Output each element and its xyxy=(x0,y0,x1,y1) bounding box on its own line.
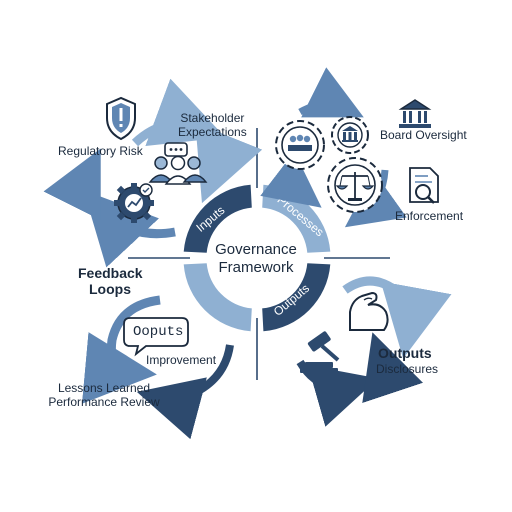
cycle-arrow xyxy=(43,148,101,221)
center-title: Governance Framework xyxy=(196,241,316,277)
institution-gear-icon xyxy=(331,116,369,154)
stakeholder-group-icon xyxy=(148,142,208,185)
feedback-title-line1: Feedback xyxy=(78,265,143,281)
strength-arm-icon xyxy=(349,291,389,331)
center-title-line1: Governance xyxy=(215,241,297,258)
cycle-arrow xyxy=(298,67,364,118)
justice-scales-gear-icon xyxy=(327,157,383,213)
gavel-icon xyxy=(300,331,340,373)
cycle-arrow xyxy=(342,276,452,359)
stakeholder-label: Stakeholder Expectations xyxy=(178,111,247,140)
meeting-gear-icon xyxy=(275,120,325,170)
ring-segment-feedback xyxy=(183,263,252,332)
stakeholder-label-line1: Stakeholder xyxy=(180,111,245,125)
performance-review-label: Performance Review xyxy=(48,394,160,409)
cycle-arrow xyxy=(81,295,161,404)
outputs-title: Outputs xyxy=(378,345,432,361)
lessons-learned-label: Lessons Learned xyxy=(57,381,151,395)
feedback-speech-bubble xyxy=(123,317,189,357)
outputs-cycle xyxy=(296,276,452,427)
stakeholder-label-line2: Expectations xyxy=(178,124,247,139)
improvement-label: Improvement xyxy=(146,353,217,367)
inputs-cycle xyxy=(43,78,263,268)
enforcement-label: Enforcement xyxy=(395,209,464,223)
cycle-arrow xyxy=(260,151,322,208)
speech-bubble-text: Ooputs xyxy=(133,324,184,340)
cycle-arrow xyxy=(136,344,234,440)
document-search-icon xyxy=(409,167,439,204)
lessons-review-label: Lessons Learned Performance Review xyxy=(48,381,160,410)
center-title-line2: Framework xyxy=(218,259,294,276)
regulatory-risk-label: Regulatory Risk xyxy=(58,144,143,158)
bank-building-icon xyxy=(398,99,432,128)
gear-analytics-icon xyxy=(114,183,154,223)
shield-alert-icon xyxy=(106,96,136,141)
feedback-loops-title: Feedback Loops xyxy=(78,265,143,298)
cycle-arrow xyxy=(83,190,176,268)
feedback-cycle xyxy=(81,295,234,440)
disclosures-label: Disclosures xyxy=(376,362,439,376)
ring-segment-outputs xyxy=(262,263,331,332)
cycle-arrow xyxy=(131,78,226,147)
feedback-title-line2: Loops xyxy=(89,281,131,298)
board-oversight-label: Board Oversight xyxy=(380,128,467,142)
cycle-arrow xyxy=(195,122,263,204)
cycle-arrow xyxy=(362,332,423,404)
cycle-arrow xyxy=(296,359,379,427)
